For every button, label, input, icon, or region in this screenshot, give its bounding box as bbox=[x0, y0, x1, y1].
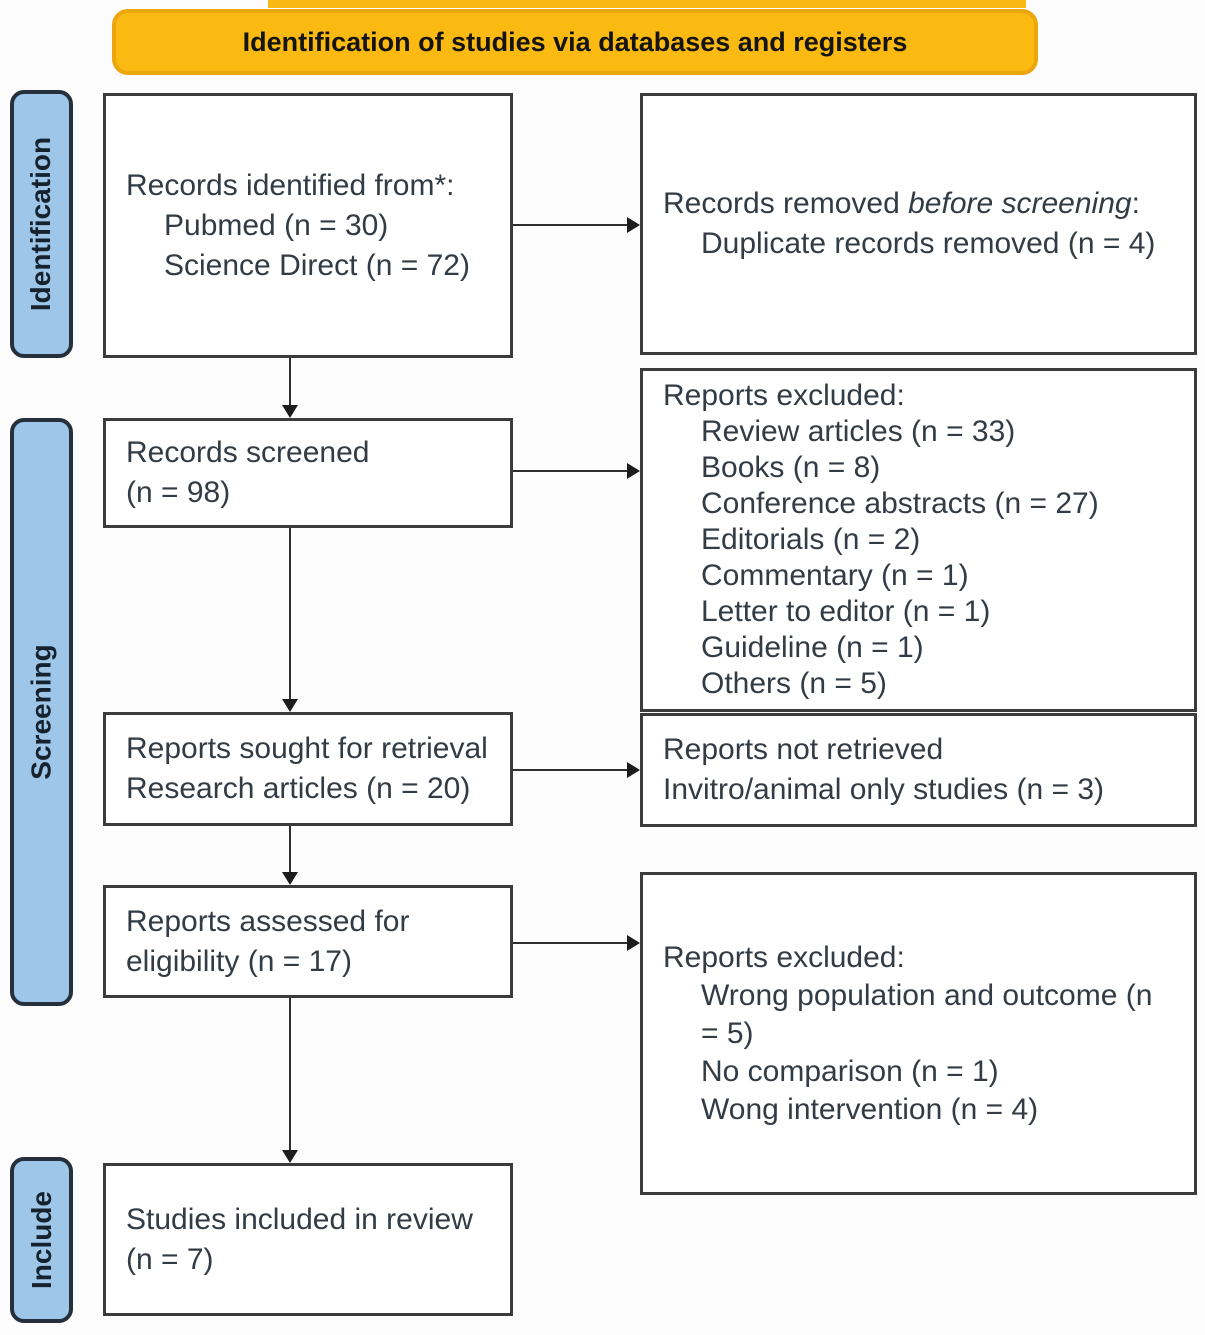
arrow-shaft bbox=[288, 528, 291, 701]
box-records-identified-item: Science Direct (n = 72) bbox=[164, 248, 470, 282]
stage-identification-label: Identification bbox=[25, 136, 57, 312]
excluded-item: Guideline (n = 1) bbox=[701, 631, 924, 664]
arrow-head-icon bbox=[282, 405, 298, 418]
box-reports-sought-line: Reports sought for retrieval bbox=[126, 732, 488, 765]
arrow-shaft bbox=[513, 768, 629, 771]
arrow-head-icon bbox=[627, 463, 640, 479]
title-prefix: Records removed bbox=[663, 187, 909, 220]
box-reports-excluded-eligibility: Reports excluded: Wrong population and o… bbox=[640, 872, 1197, 1195]
stage-screening-label: Screening bbox=[25, 644, 57, 780]
arrow-screened-to-sought bbox=[282, 528, 298, 712]
box-records-screened: Records screened (n = 98) bbox=[103, 418, 513, 528]
excluded-item: Letter to editor (n = 1) bbox=[701, 595, 991, 628]
box-records-screened-line: (n = 98) bbox=[126, 476, 231, 509]
excluded-item: No comparison (n = 1) bbox=[701, 1054, 999, 1088]
arrow-shaft bbox=[513, 223, 629, 226]
excluded-item: Commentary (n = 1) bbox=[701, 559, 969, 592]
box-reports-assessed-line: eligibility (n = 17) bbox=[126, 944, 352, 978]
box-records-removed-item: Duplicate records removed (n = 4) bbox=[701, 227, 1156, 260]
box-studies-included-line: Studies included in review bbox=[126, 1202, 473, 1236]
excluded-item: Others (n = 5) bbox=[701, 667, 887, 700]
box-reports-excluded-screening: Reports excluded: Review articles (n = 3… bbox=[640, 368, 1197, 712]
arrow-shaft bbox=[513, 469, 629, 472]
arrow-shaft bbox=[288, 358, 291, 407]
box-reports-not-retrieved: Reports not retrieved Invitro/animal onl… bbox=[640, 713, 1197, 827]
arrow-identified-to-removed bbox=[513, 217, 640, 233]
stage-screening: Screening bbox=[10, 418, 73, 1006]
box-reports-assessed: Reports assessed for eligibility (n = 17… bbox=[103, 885, 513, 998]
excluded-item: Conference abstracts (n = 27) bbox=[701, 487, 1099, 520]
box-records-screened-line: Records screened bbox=[126, 436, 370, 469]
arrow-assessed-to-excluded bbox=[513, 935, 640, 951]
box-reports-sought-line: Research articles (n = 20) bbox=[126, 772, 471, 805]
arrow-shaft bbox=[288, 998, 291, 1152]
excluded-item: Editorials (n = 2) bbox=[701, 523, 921, 556]
box-records-identified-item: Pubmed (n = 30) bbox=[164, 208, 389, 242]
box-records-identified: Records identified from*: Pubmed (n = 30… bbox=[103, 93, 513, 358]
excluded-item: Wrong population and outcome (n = 5) bbox=[701, 978, 1153, 1050]
arrow-head-icon bbox=[282, 1150, 298, 1163]
stage-identification: Identification bbox=[10, 90, 73, 358]
excluded-item: Books (n = 8) bbox=[701, 451, 881, 484]
arrow-sought-to-assessed bbox=[282, 826, 298, 885]
stage-include: Include bbox=[10, 1157, 73, 1323]
title-italic: before screening bbox=[908, 187, 1132, 220]
box-reports-excluded-screening-title: Reports excluded: bbox=[663, 379, 905, 412]
arrow-identified-to-screened bbox=[282, 358, 298, 418]
arrow-shaft bbox=[288, 826, 291, 874]
box-reports-assessed-line: Reports assessed for bbox=[126, 904, 410, 938]
arrow-assessed-to-included bbox=[282, 998, 298, 1163]
stage-include-label: Include bbox=[25, 1190, 57, 1290]
arrow-shaft bbox=[513, 941, 629, 944]
arrow-sought-to-not-retrieved bbox=[513, 762, 640, 778]
cutoff-banner-strip bbox=[268, 0, 1026, 8]
box-reports-excluded-eligibility-title: Reports excluded: bbox=[663, 940, 905, 974]
box-reports-sought: Reports sought for retrieval Research ar… bbox=[103, 712, 513, 826]
arrow-head-icon bbox=[627, 217, 640, 233]
diagram-title-banner: Identification of studies via databases … bbox=[112, 9, 1038, 75]
arrow-screened-to-excluded bbox=[513, 463, 640, 479]
box-records-removed-title: Records removed before screening: bbox=[663, 184, 1182, 224]
box-reports-not-retrieved-line: Reports not retrieved bbox=[663, 733, 944, 766]
box-records-removed: Records removed before screening: Duplic… bbox=[640, 93, 1197, 355]
box-studies-included-line: (n = 7) bbox=[126, 1242, 214, 1276]
excluded-item: Wong intervention (n = 4) bbox=[701, 1092, 1039, 1126]
excluded-item: Review articles (n = 33) bbox=[701, 415, 1016, 448]
box-reports-not-retrieved-line: Invitro/animal only studies (n = 3) bbox=[663, 773, 1105, 806]
box-records-identified-title: Records identified from*: bbox=[126, 168, 455, 202]
arrow-head-icon bbox=[627, 762, 640, 778]
arrow-head-icon bbox=[627, 935, 640, 951]
box-studies-included: Studies included in review (n = 7) bbox=[103, 1163, 513, 1316]
diagram-title: Identification of studies via databases … bbox=[242, 26, 908, 57]
arrow-head-icon bbox=[282, 872, 298, 885]
title-suffix: : bbox=[1131, 187, 1140, 220]
arrow-head-icon bbox=[282, 699, 298, 712]
